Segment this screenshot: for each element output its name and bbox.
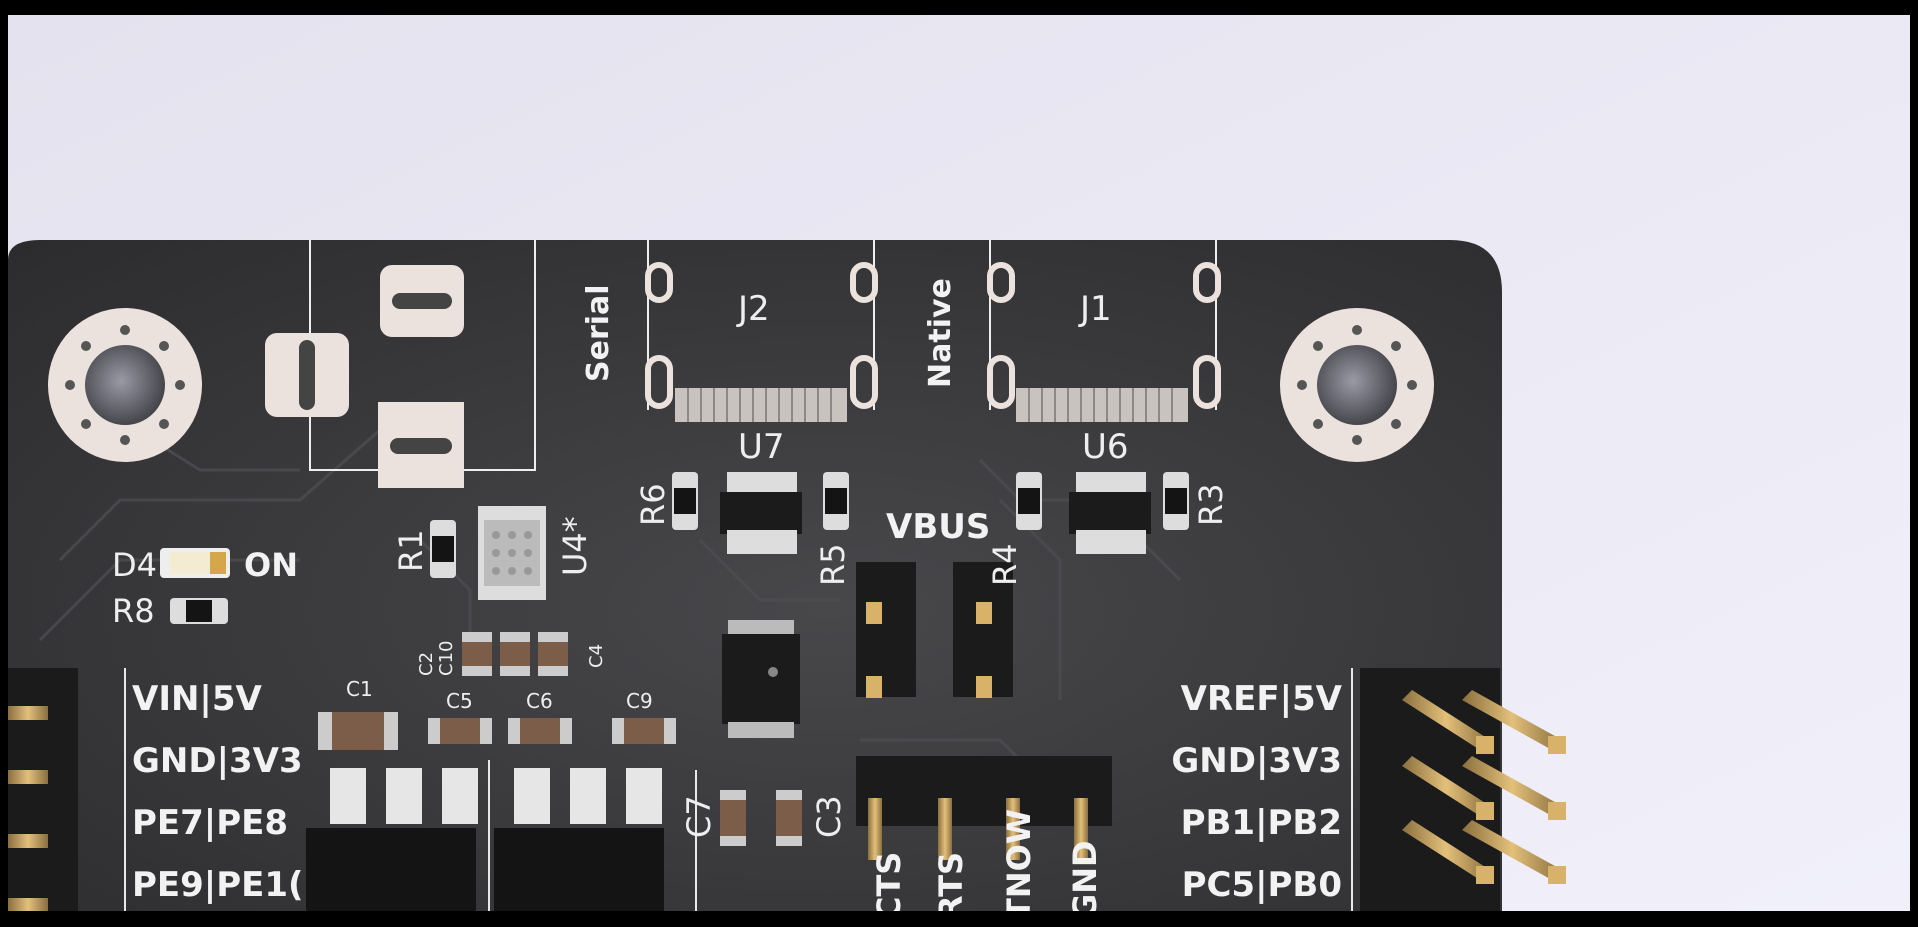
label-u4: U4* — [556, 516, 594, 576]
capacitor-c3[interactable] — [776, 790, 802, 846]
label-vbus: VBUS — [886, 507, 990, 547]
label-r1: R1 — [392, 529, 430, 572]
resistor-r8[interactable] — [170, 598, 228, 624]
led-d4[interactable] — [160, 548, 230, 578]
usb-connector-j2[interactable] — [645, 240, 878, 422]
header-right-label-3: PB1|PB2 — [1181, 803, 1342, 843]
uart-label-tnow: TNOW — [1000, 809, 1038, 920]
left-pin-header[interactable] — [8, 668, 78, 911]
header-left-label-1: VIN|5V — [132, 679, 262, 719]
frame-border-left — [0, 0, 8, 927]
resistor-r5[interactable] — [823, 472, 849, 530]
capacitor-c5[interactable] — [428, 718, 492, 744]
capacitor-c2[interactable] — [462, 632, 492, 676]
sensor-u4[interactable] — [478, 506, 546, 600]
mounting-hole-left — [48, 308, 202, 462]
label-j1: J1 — [1078, 289, 1112, 329]
capacitor-c6[interactable] — [508, 718, 572, 744]
label-native: Native — [923, 278, 958, 388]
label-c4: C4 — [586, 644, 607, 668]
label-d4: D4 — [112, 546, 157, 584]
label-r5: R5 — [814, 543, 852, 586]
label-u7: U7 — [738, 427, 785, 467]
label-j2: J2 — [736, 289, 770, 329]
label-r3: R3 — [1192, 483, 1230, 526]
regulator-right[interactable] — [494, 768, 664, 918]
label-c6: C6 — [526, 689, 553, 713]
label-c10: C10 — [436, 641, 457, 676]
right-pin-header[interactable] — [1360, 668, 1566, 911]
header-left-label-2: GND|3V3 — [132, 741, 303, 781]
mounting-hole-right — [1280, 308, 1434, 462]
label-u6: U6 — [1082, 427, 1129, 467]
ic-u6[interactable] — [1069, 472, 1151, 554]
ic-msop[interactable] — [722, 620, 800, 738]
capacitor-c4[interactable] — [538, 632, 568, 676]
usb-connector-j1[interactable] — [987, 240, 1221, 422]
resistor-r3[interactable] — [1163, 472, 1189, 530]
frame-border-top — [0, 0, 1918, 15]
capacitor-c9[interactable] — [612, 718, 676, 744]
header-right-label-4: PC5|PB0 — [1182, 865, 1342, 905]
uart-header[interactable] — [856, 756, 1112, 860]
uart-label-gnd: GND — [1066, 840, 1104, 920]
header-left-label-4: PE9|PE1( — [132, 865, 304, 905]
label-c2: C2 — [416, 652, 437, 676]
vbus-jumper-header[interactable] — [856, 562, 1013, 698]
label-serial: Serial — [581, 284, 616, 382]
resistor-r6[interactable] — [672, 472, 698, 530]
uart-label-rts: RTS — [932, 852, 970, 920]
label-r8: R8 — [112, 592, 155, 630]
capacitor-c1[interactable] — [318, 712, 398, 750]
silkscreen-outlines — [124, 668, 1353, 911]
frame-border-right — [1910, 0, 1918, 927]
header-right-label-2: GND|3V3 — [1171, 741, 1342, 781]
capacitor-c10[interactable] — [500, 632, 530, 676]
frame-border-bottom — [0, 911, 1918, 927]
uart-label-cts: CTS — [870, 852, 908, 920]
resistor-r4[interactable] — [1016, 472, 1042, 530]
header-right-label-1: VREF|5V — [1181, 679, 1343, 719]
label-c9: C9 — [626, 689, 653, 713]
label-on: ON — [244, 546, 298, 584]
label-c5: C5 — [446, 689, 473, 713]
label-r4: R4 — [986, 543, 1024, 586]
label-c3: C3 — [810, 795, 848, 838]
label-c1: C1 — [346, 677, 373, 701]
label-r6: R6 — [634, 483, 672, 526]
header-left-label-3: PE7|PE8 — [132, 803, 288, 843]
label-c7: C7 — [680, 795, 718, 838]
resistor-r1[interactable] — [430, 520, 456, 578]
regulator-left[interactable] — [306, 768, 478, 918]
barrel-jack-footprint — [265, 240, 536, 488]
ic-u7[interactable] — [720, 472, 802, 554]
capacitor-c7[interactable] — [720, 790, 746, 846]
